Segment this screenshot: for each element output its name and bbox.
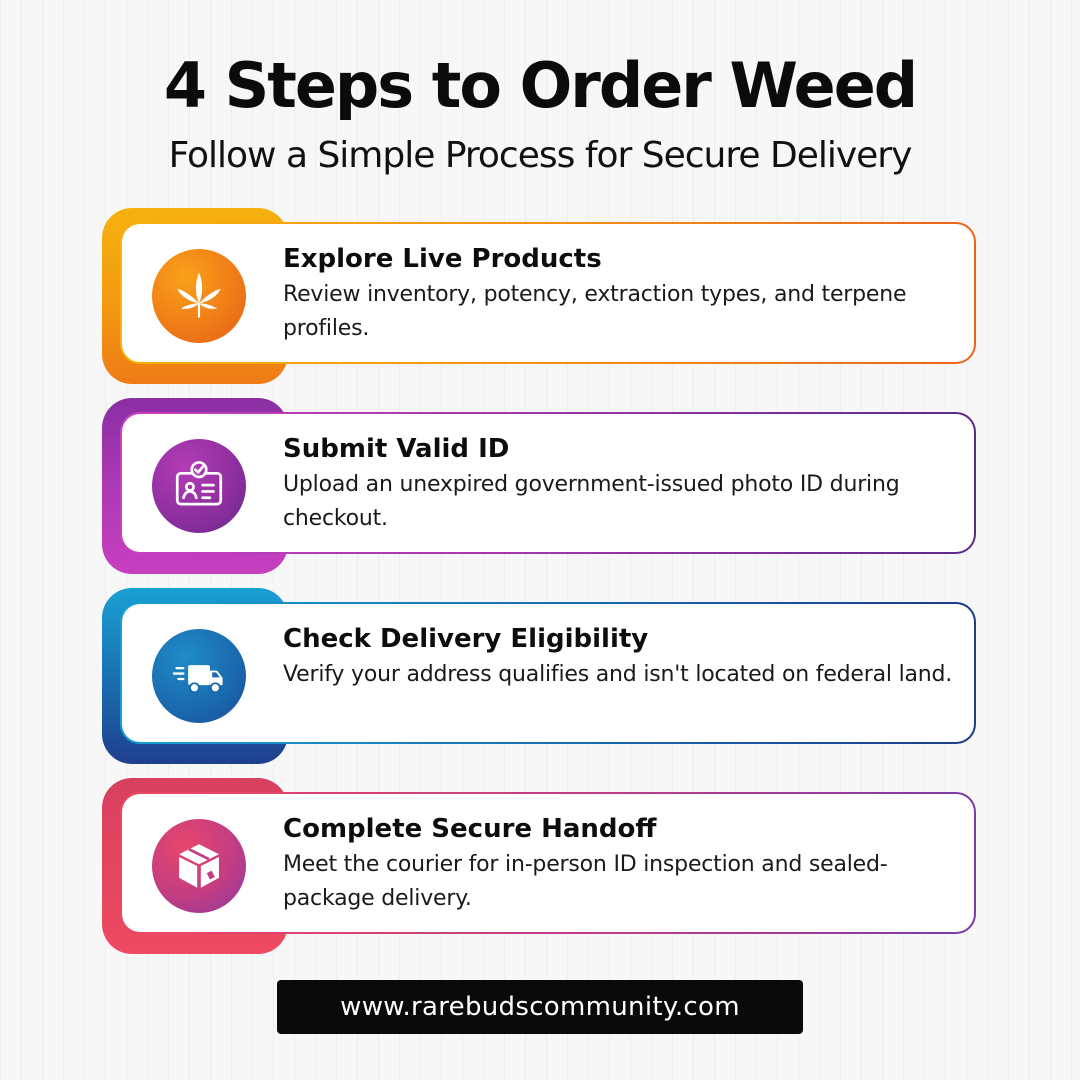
step-card-border xyxy=(120,602,976,744)
step-title: Check Delivery Eligibility xyxy=(283,624,649,654)
step-icon-badge xyxy=(152,819,246,913)
id-card-icon xyxy=(175,461,223,506)
step-card-border xyxy=(120,412,976,554)
step-card-delivery: Check Delivery Eligibility Verify your a… xyxy=(102,588,982,764)
step-card-border xyxy=(120,792,976,934)
step-card-handoff: Complete Secure Handoff Meet the courier… xyxy=(102,778,982,954)
step-icon-badge xyxy=(152,629,246,723)
step-card-submit-id: Submit Valid ID Upload an unexpired gove… xyxy=(102,398,982,574)
step-card-explore: Explore Live Products Review inventory, … xyxy=(102,208,982,384)
step-title: Submit Valid ID xyxy=(283,434,510,464)
step-icon-badge xyxy=(152,249,246,343)
step-description: Meet the courier for in-person ID inspec… xyxy=(283,852,888,911)
step-title: Complete Secure Handoff xyxy=(283,814,657,844)
package-box-icon xyxy=(179,844,219,888)
step-title: Explore Live Products xyxy=(283,244,602,274)
step-icon-badge xyxy=(152,439,246,533)
page-subtitle: Follow a Simple Process for Secure Deliv… xyxy=(168,135,913,176)
website-url-banner: www.rarebudscommunity.com xyxy=(277,980,803,1034)
page-title: 4 Steps to Order Weed xyxy=(163,49,918,122)
step-card-border xyxy=(120,222,976,364)
delivery-truck-icon xyxy=(172,665,223,694)
step-description: Verify your address qualifies and isn't … xyxy=(283,662,953,687)
step-description: Upload an unexpired government-issued ph… xyxy=(283,472,900,531)
step-description: Review inventory, potency, extraction ty… xyxy=(283,282,907,341)
cannabis-leaf-icon xyxy=(177,272,221,318)
